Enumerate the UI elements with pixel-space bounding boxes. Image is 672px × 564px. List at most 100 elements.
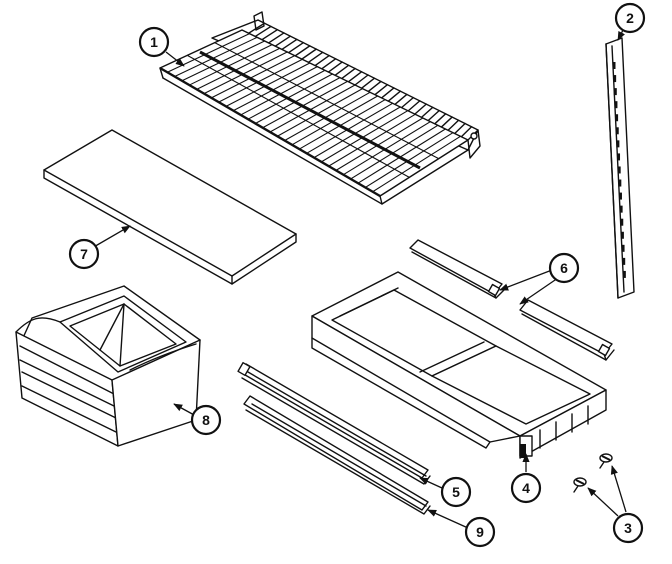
svg-text:2: 2	[626, 10, 634, 26]
shelf-back-bar	[301, 48, 317, 60]
rail-slot	[617, 166, 621, 174]
rail-slot	[618, 192, 622, 200]
wire-shelf	[159, 11, 481, 205]
svg-text:5: 5	[452, 484, 460, 500]
shelf-back-bar	[440, 116, 453, 128]
shelf-back-bar	[434, 113, 447, 125]
shelf-back-bar	[414, 103, 427, 115]
shelf-wire	[188, 44, 273, 86]
rail-slot	[620, 231, 624, 239]
rail-slot	[620, 218, 624, 226]
shelf-back-bar	[294, 45, 311, 57]
callout-9: 9	[464, 516, 496, 548]
callout-3: 3	[612, 512, 644, 544]
svg-text:6: 6	[560, 260, 568, 276]
shelf-wire	[225, 62, 311, 107]
callout-6: 6	[548, 252, 580, 284]
rail-slot	[618, 179, 622, 187]
screw-upper	[599, 453, 613, 469]
svg-text:9: 9	[476, 524, 484, 540]
svg-text:3: 3	[624, 520, 632, 536]
rail-slot	[613, 88, 617, 96]
rail-slot	[614, 101, 618, 109]
shelf-wire	[196, 47, 281, 90]
callout-2: 2	[614, 2, 646, 34]
shelf-wire	[284, 91, 371, 142]
svg-text:8: 8	[202, 412, 210, 428]
shelf-wire	[357, 128, 446, 184]
shelf-back-bar	[394, 93, 408, 106]
shelf-wire	[254, 77, 341, 125]
shelf-back-bar	[407, 100, 421, 112]
shelf-back-bar	[334, 64, 350, 76]
svg-text:7: 7	[80, 246, 88, 262]
shelf-wire	[328, 113, 416, 167]
shelf-cross-wire	[186, 54, 410, 178]
shelf-back-bar	[321, 58, 337, 70]
rail-slot	[613, 75, 617, 83]
rail-slot	[617, 153, 621, 161]
shelf-wire	[306, 102, 394, 154]
callout-8: 8	[190, 404, 222, 436]
shelf-wire	[335, 117, 424, 171]
rail-slot	[612, 62, 616, 69]
shelf-wire	[298, 99, 386, 150]
shelf-back-bar	[341, 67, 356, 80]
shelf-wire	[313, 106, 401, 159]
shelf-back-bar	[420, 106, 434, 119]
shelf-back-bar	[374, 84, 389, 96]
shelf-wire	[291, 95, 379, 146]
shelf-back-bar	[454, 122, 466, 135]
callout-1: 1	[138, 26, 170, 58]
svg-text:4: 4	[522, 480, 530, 496]
shelf-back-bar	[387, 90, 402, 102]
shelf-wire	[174, 36, 258, 78]
rail-slot	[616, 140, 620, 148]
shelf-wire	[218, 58, 303, 103]
shelf-back-bar	[354, 74, 369, 86]
shelf-back-bar	[400, 96, 414, 109]
screw-lower	[573, 477, 587, 493]
shelf-back-bar	[380, 87, 395, 99]
long-channel-9	[243, 395, 431, 515]
glass-shelf	[43, 129, 297, 285]
rail-slot	[615, 127, 619, 135]
callout-4: 4	[510, 472, 542, 504]
shelf-wire	[240, 69, 326, 116]
shelf-wire	[181, 40, 266, 82]
rail-slot	[622, 270, 626, 278]
shelf-wire	[276, 88, 364, 137]
shelf-wire	[203, 51, 288, 95]
shelf-back-bar	[347, 71, 363, 83]
shelf-wire	[262, 80, 349, 129]
callout-5: 5	[440, 476, 472, 508]
svg-text:1: 1	[150, 34, 158, 50]
shelf-wire	[342, 121, 431, 176]
shelf-wire	[364, 132, 454, 189]
long-channel-5	[237, 361, 431, 485]
callout-7: 7	[68, 238, 100, 270]
shelf-wire	[232, 66, 318, 112]
shelf-back-bar	[360, 77, 376, 89]
shelf-back-bar	[281, 38, 298, 51]
shelf-back-bar	[447, 119, 460, 131]
shelf-back-bar	[254, 25, 272, 38]
crisper-drawer	[15, 285, 201, 447]
screws	[573, 453, 613, 493]
shelf-back-bar	[261, 29, 279, 41]
shelf-back-bar	[247, 22, 266, 34]
shelf-wire	[320, 110, 409, 163]
shelf-cross-wire	[214, 42, 440, 160]
shelf-back-bar	[327, 61, 343, 73]
shelf-back-bar	[314, 54, 330, 67]
shelf-wire	[350, 124, 439, 180]
shelf-back-bar	[427, 109, 440, 122]
shelf-back-bar	[287, 41, 304, 54]
shelf-back-bar	[460, 126, 473, 138]
shelf-back-bar	[274, 35, 292, 47]
crisper-cover-frame	[311, 271, 607, 459]
shelf-back-bar	[307, 51, 324, 64]
vertical-rail	[605, 37, 635, 299]
shelf-wire	[247, 73, 333, 120]
